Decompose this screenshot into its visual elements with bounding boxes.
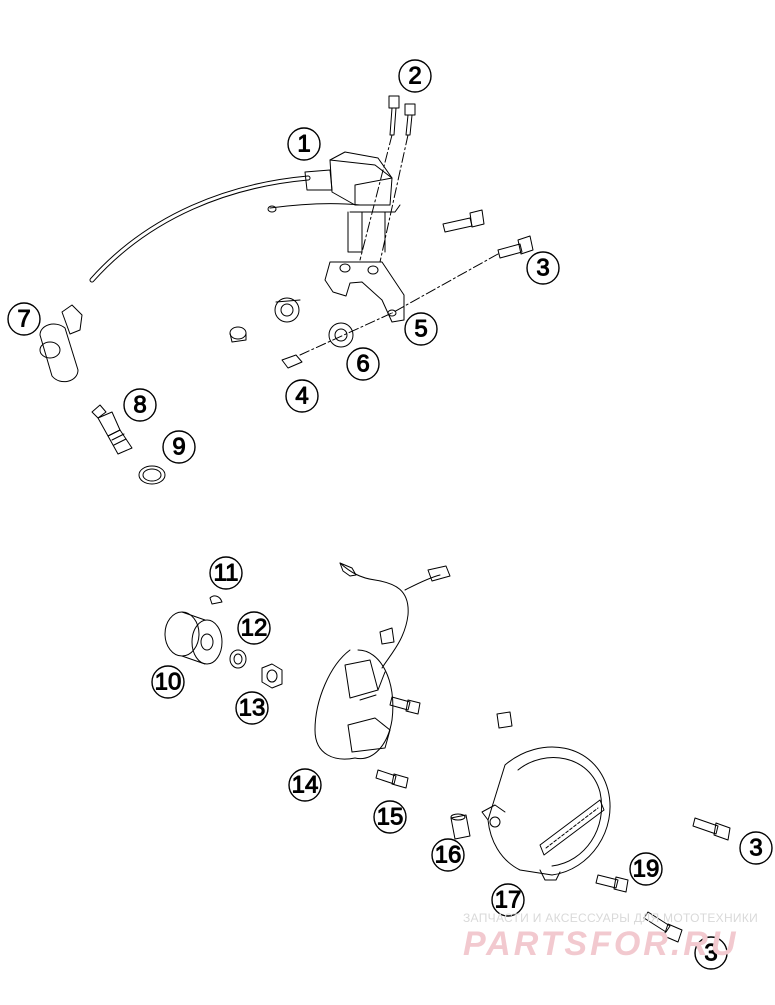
cover-bolt-bottom: [644, 912, 682, 942]
coil-bracket: [325, 262, 404, 322]
rotor: [165, 612, 222, 664]
svg-text:3: 3: [749, 835, 762, 862]
cover-bolt-middle: [596, 875, 628, 892]
callout-4: 4: [285, 379, 319, 413]
watermark-tagline: ЗАПЧАСТИ И АКСЕССУАРЫ ДЛЯ МОТОТЕХНИКИ: [463, 911, 759, 925]
callout-17: 17: [491, 883, 525, 917]
callout-9: 9: [162, 430, 196, 464]
callout-10: 10: [151, 665, 185, 699]
grommet-upper: [275, 298, 300, 322]
svg-text:16: 16: [435, 842, 462, 869]
stator: [315, 563, 450, 759]
callout-3-right: 3: [739, 831, 773, 865]
dowel-sleeve-lower: [451, 814, 470, 839]
washer: [230, 650, 246, 668]
callout-1: 1: [287, 127, 321, 161]
watermark-logo: PARTSFOR.RU: [463, 925, 739, 963]
callout-13: 13: [235, 691, 269, 725]
svg-text:1: 1: [297, 131, 310, 158]
callout-6: 6: [346, 347, 380, 381]
spark-plug-cap: [40, 305, 82, 382]
grommet-lower: [300, 313, 392, 355]
svg-text:10: 10: [155, 669, 182, 696]
callout-16: 16: [431, 838, 465, 872]
svg-text:4: 4: [295, 383, 308, 410]
callout-2: 2: [398, 59, 432, 93]
rotor-nut: [262, 664, 282, 688]
svg-text:13: 13: [239, 695, 266, 722]
svg-text:6: 6: [356, 351, 369, 378]
svg-text:3: 3: [704, 940, 717, 967]
callout-8: 8: [123, 388, 157, 422]
svg-text:14: 14: [292, 772, 319, 799]
ignition-cover: [482, 747, 610, 880]
callout-19: 19: [629, 852, 663, 886]
ignition-coil: [92, 152, 400, 280]
bracket-bolt-short: [443, 210, 484, 232]
svg-text:9: 9: [172, 434, 185, 461]
stator-screw-lower: [376, 770, 408, 788]
callout-3-bottom: 3: [694, 936, 728, 970]
svg-text:8: 8: [133, 392, 146, 419]
callout-5: 5: [404, 312, 438, 346]
svg-text:7: 7: [17, 306, 30, 333]
sealing-ring: [139, 466, 165, 484]
spark-plug: [92, 405, 132, 454]
bracket-bolt-long: [392, 236, 533, 313]
svg-text:5: 5: [414, 316, 427, 343]
callout-3-top: 3: [526, 251, 560, 285]
svg-text:17: 17: [495, 887, 522, 914]
svg-text:11: 11: [214, 560, 239, 587]
svg-text:3: 3: [536, 255, 549, 282]
sleeve-upper: [230, 327, 246, 342]
stator-screw-upper: [390, 697, 420, 714]
cover-bolt-right: [693, 818, 730, 840]
callout-7: 7: [7, 302, 41, 336]
svg-text:15: 15: [377, 804, 404, 831]
callout-15: 15: [373, 800, 407, 834]
callout-11: 11: [209, 556, 243, 590]
sleeve-lower: [282, 355, 302, 368]
dowel-sleeve-upper: [497, 712, 512, 728]
callout-14: 14: [288, 768, 322, 802]
svg-text:19: 19: [633, 856, 660, 883]
svg-text:2: 2: [408, 63, 421, 90]
coil-bolts: [360, 96, 415, 262]
svg-text:12: 12: [241, 615, 268, 642]
callout-12: 12: [237, 611, 271, 645]
woodruff-key: [210, 596, 222, 604]
